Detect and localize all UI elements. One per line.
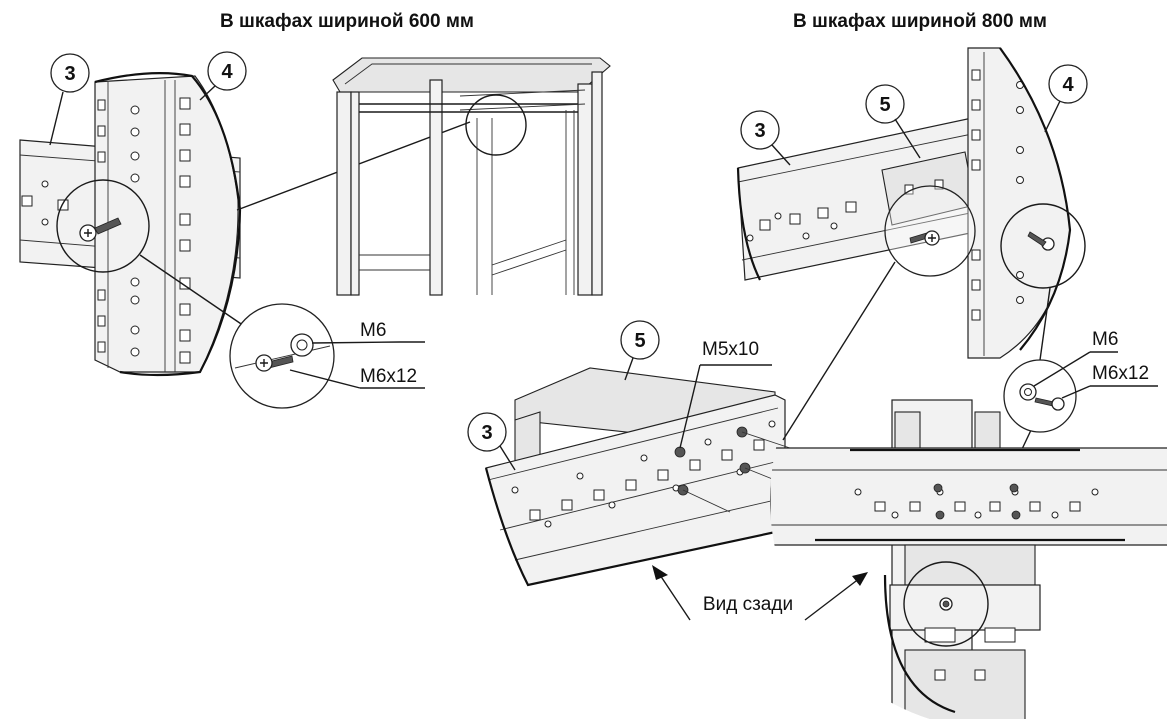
rear-view-800-magnified <box>770 399 1167 719</box>
label-rear-view: Вид сзади <box>703 594 793 615</box>
svg-text:4: 4 <box>1062 74 1074 96</box>
callout-4-left: 4 <box>199 51 247 101</box>
svg-text:3: 3 <box>481 422 492 444</box>
detail-circle-cabinet <box>465 94 527 156</box>
label-m5x10: M5x10 <box>702 339 759 360</box>
svg-text:5: 5 <box>879 94 890 116</box>
leader-line <box>782 261 896 441</box>
leader-line <box>139 254 251 331</box>
svg-text:3: 3 <box>754 120 765 142</box>
screw-icon <box>79 217 122 242</box>
post-square-holes <box>97 97 191 364</box>
rail-bracket-assembly <box>484 367 801 587</box>
label-m6-right: M6 <box>1092 329 1118 350</box>
title-600: В шкафах шириной 600 мм <box>220 11 474 32</box>
svg-text:3: 3 <box>64 63 75 85</box>
leader-line <box>679 364 701 449</box>
detail-600-magnified <box>19 72 242 377</box>
detail-800-magnified <box>736 47 1086 359</box>
label-m6-left: M6 <box>360 320 386 341</box>
callout-4-right: 4 <box>1044 64 1088 133</box>
svg-text:5: 5 <box>634 330 645 352</box>
detail-circle-rear <box>903 561 989 647</box>
svg-text:4: 4 <box>221 61 233 83</box>
cabinet-600-overview <box>332 57 611 296</box>
hardware-detail-800 <box>1003 351 1158 433</box>
rear-view-arrows <box>652 565 868 621</box>
callout-3-left: 3 <box>49 53 90 146</box>
detail-circle-600 <box>56 179 150 273</box>
leader-line <box>1039 287 1051 361</box>
rear-view-arc <box>883 574 956 714</box>
post800-holes <box>971 69 1024 321</box>
title-800: В шкафах шириной 800 мм <box>793 11 1047 32</box>
callout-3-right: 3 <box>740 110 791 166</box>
callout-5-mid: 5 <box>620 320 660 381</box>
label-m6x12-left: M6x12 <box>360 366 417 387</box>
callout-3-mid: 3 <box>467 412 516 471</box>
hardware-detail-600 <box>229 303 425 409</box>
callout-5-right: 5 <box>865 84 921 159</box>
detail-circle-post <box>1000 203 1086 289</box>
label-m6x12-right: M6x12 <box>1092 363 1149 384</box>
rear-view-outline <box>815 448 1125 542</box>
rail-holes <box>511 420 776 528</box>
